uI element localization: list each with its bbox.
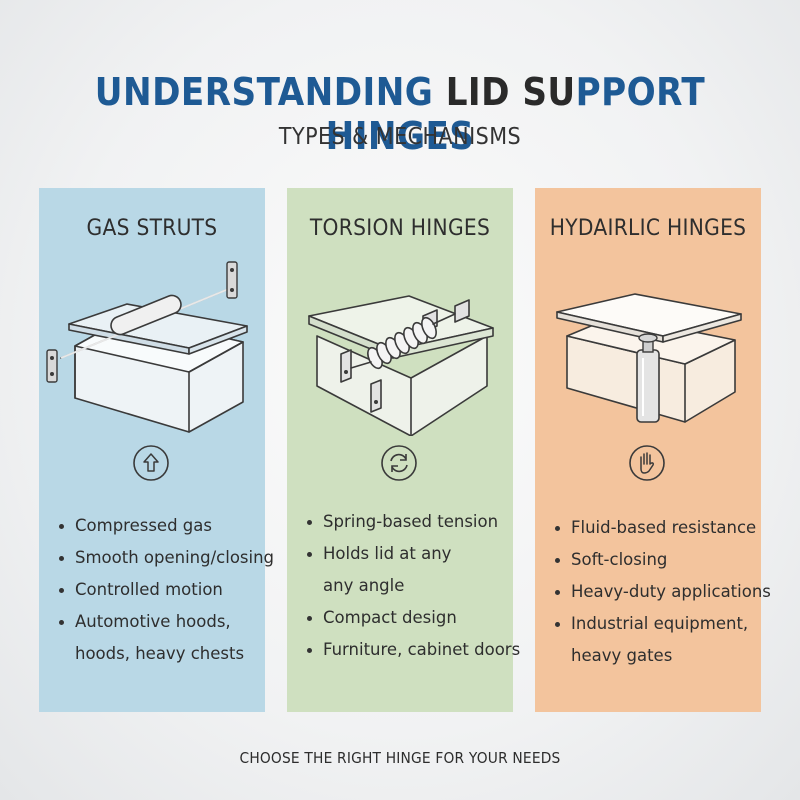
list-item: Industrial equipment, heavy gates [555, 608, 755, 672]
footer-tagline: CHOOSE THE RIGHT HINGE FOR YOUR NEEDS [239, 749, 561, 767]
gas-struts-panel: GAS STRUTS Compressed gas Smooth opening… [39, 188, 274, 712]
list-item: Spring-based tension [307, 506, 507, 538]
list-item: Soft-closing [555, 544, 755, 576]
gas-struts-features: Compressed gas Smooth opening/closing Co… [59, 510, 274, 670]
list-item: Furniture, cabinet doors [307, 634, 520, 666]
hand-icon [629, 445, 665, 481]
panel-title: TORSION HINGES [309, 216, 491, 241]
list-item: Smooth opening/closing [59, 542, 274, 574]
hydraulic-hinges-features: Fluid-based resistance Soft-closing Heav… [555, 512, 771, 672]
panel-title: HYDAIRLIC HINGES [549, 216, 747, 241]
list-item: Heavy-duty applications [555, 576, 771, 608]
torsion-hinges-features: Spring-based tension Holds lid at any an… [307, 506, 520, 666]
arrow-up-icon [133, 445, 169, 481]
torsion-hinge-illustration [308, 295, 494, 436]
list-item: Holds lid at any any angle [307, 538, 507, 602]
page-title: UNDERSTANDING LID SUPPORT HINGES [94, 70, 706, 158]
gas-strut-illustration [46, 261, 248, 433]
page-subtitle: TYPES & MECHANISMS [278, 124, 522, 150]
hydraulic-hinge-illustration [556, 293, 742, 423]
hydraulic-hinges-panel: HYDAIRLIC HINGES Fluid-based resistance … [535, 188, 771, 712]
list-item: Compressed gas [59, 510, 259, 542]
list-item: Automotive hoods, hoods, heavy chests [59, 606, 259, 670]
rotate-icon [381, 445, 417, 481]
list-item: Controlled motion [59, 574, 259, 606]
panel-title: GAS STRUTS [86, 216, 218, 241]
list-item: Compact design [307, 602, 507, 634]
list-item: Fluid-based resistance [555, 512, 756, 544]
torsion-hinges-panel: TORSION HINGES [287, 188, 520, 712]
